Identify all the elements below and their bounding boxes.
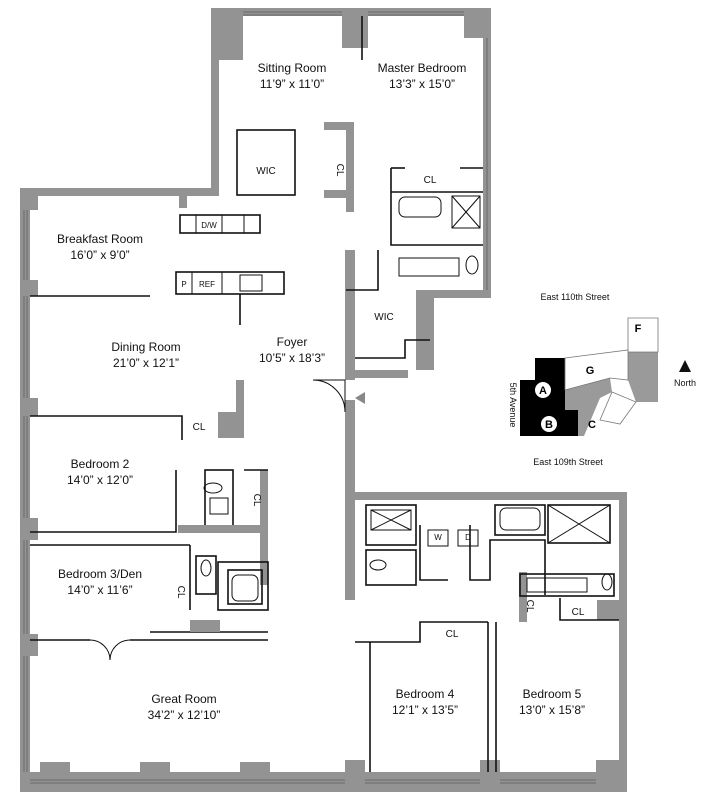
bedroom-2-name: Bedroom 2 bbox=[71, 457, 130, 471]
unit-a-label: A bbox=[539, 385, 547, 397]
master-bedroom-dims: 13’3” x 15’0” bbox=[389, 77, 455, 91]
bedroom-3-name: Bedroom 3/Den bbox=[58, 567, 142, 581]
wic-master-label: WIC bbox=[374, 312, 393, 323]
unit-c-label: C bbox=[588, 419, 596, 431]
bedroom-2-dims: 14’0” x 12’0” bbox=[67, 473, 133, 487]
key-plan: East 110th Street East 109th Street 5th … bbox=[508, 292, 696, 467]
windows bbox=[23, 11, 596, 784]
sitting-room-dims: 11’9” x 11’0” bbox=[260, 77, 324, 91]
entry-arrow-icon bbox=[355, 392, 365, 404]
dryer-label: D bbox=[465, 533, 471, 542]
breakfast-room-name: Breakfast Room bbox=[57, 232, 143, 246]
cl-bedroom2-label: CL bbox=[251, 494, 262, 507]
north-street-label: East 110th Street bbox=[541, 292, 610, 302]
north-label: North bbox=[674, 378, 696, 388]
cl-bedroom4-label: CL bbox=[446, 629, 459, 640]
bedroom-5-dims: 13’0” x 15’8” bbox=[519, 703, 585, 717]
cl-sitting-label: CL bbox=[334, 164, 345, 177]
dishwasher-label: D/W bbox=[201, 221, 217, 230]
cl-bedroom3-label: CL bbox=[175, 586, 186, 599]
sitting-room-name: Sitting Room bbox=[258, 61, 327, 75]
south-street-label: East 109th Street bbox=[533, 457, 603, 467]
room-labels: Sitting Room 11’9” x 11’0” Master Bedroo… bbox=[57, 61, 585, 722]
bedroom-4-dims: 12’1” x 13’5” bbox=[392, 703, 458, 717]
wic-sitting-label: WIC bbox=[256, 166, 275, 177]
exterior-walls bbox=[20, 8, 627, 792]
dining-room-name: Dining Room bbox=[111, 340, 180, 354]
unit-b-label: B bbox=[545, 419, 553, 431]
avenue-label: 5th Avenue bbox=[508, 383, 518, 428]
master-bedroom-name: Master Bedroom bbox=[378, 61, 467, 75]
dining-room-dims: 21’0” x 12’1” bbox=[113, 356, 179, 370]
bedroom-3-dims: 14’0” x 11’6” bbox=[67, 583, 132, 597]
cl-master-label: CL bbox=[424, 175, 437, 186]
unit-f-label: F bbox=[635, 323, 642, 335]
refrigerator-label: REF bbox=[199, 280, 215, 289]
bath-fixtures bbox=[200, 195, 613, 602]
great-room-name: Great Room bbox=[151, 692, 216, 706]
foyer-dims: 10’5” x 18’3” bbox=[259, 351, 325, 365]
north-arrow-icon bbox=[679, 360, 691, 372]
great-room-dims: 34’2” x 12’10” bbox=[148, 708, 221, 722]
cl-dining-label: CL bbox=[193, 422, 206, 433]
bedroom-4-name: Bedroom 4 bbox=[396, 687, 455, 701]
interior-walls bbox=[30, 16, 619, 772]
breakfast-room-dims: 16’0” x 9’0” bbox=[70, 248, 129, 262]
bedroom-5-name: Bedroom 5 bbox=[523, 687, 582, 701]
pantry-label: P bbox=[181, 280, 186, 289]
foyer-name: Foyer bbox=[277, 335, 308, 349]
washer-label: W bbox=[434, 533, 442, 542]
cl-bedroom5-label: CL bbox=[572, 607, 585, 618]
cl-small-label: CL bbox=[524, 600, 535, 613]
unit-g-label: G bbox=[586, 365, 595, 377]
